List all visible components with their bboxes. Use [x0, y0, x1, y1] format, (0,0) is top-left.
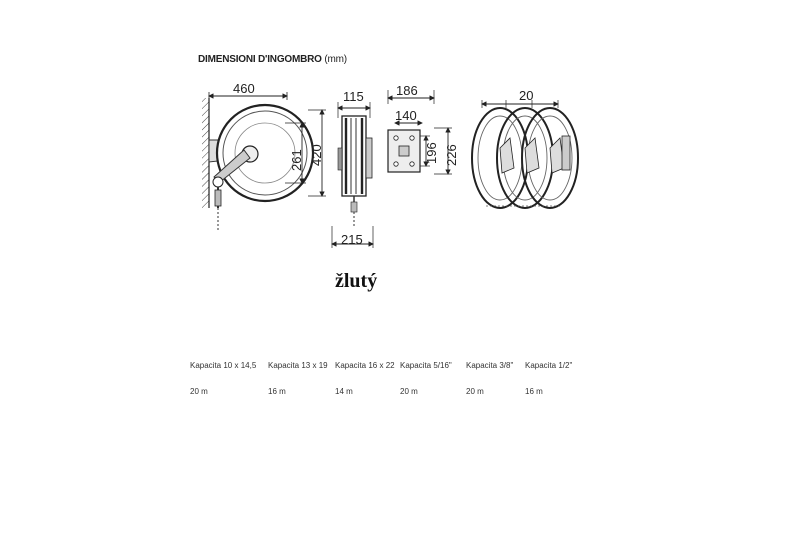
dim-226: 226 [444, 144, 459, 166]
reel-3 [521, 107, 579, 209]
reel-drum [215, 103, 315, 203]
dim-261: 261 [289, 149, 304, 171]
title-unit: (mm) [324, 54, 347, 65]
bracket-view: 186 140 196 226 [387, 83, 459, 175]
capacity-table: Kapacita 10 x 14,5 Kapacita 13 x 19 Kapa… [190, 359, 585, 397]
front-view: 460 261 420 [202, 81, 326, 230]
technical-drawing: 460 261 420 115 215 186 [202, 81, 579, 248]
capacity-header: Kapacita 13 x 19 [268, 360, 328, 370]
dim-115: 115 [343, 89, 364, 104]
capacity-header: Kapacita 3/8" [466, 360, 514, 370]
drawing-title: DIMENSIONI D'INGOMBRO (mm) [198, 54, 347, 65]
reel-1 [471, 107, 529, 209]
capacity-value: 20 m [190, 386, 208, 396]
dim-420: 420 [309, 144, 324, 166]
capacity-header-row: Kapacita 10 x 14,5 Kapacita 13 x 19 Kapa… [190, 359, 585, 371]
capacity-value: 20 m [466, 386, 484, 396]
dim-186: 186 [396, 83, 418, 98]
dim-460: 460 [233, 81, 255, 96]
capacity-header: Kapacita 10 x 14,5 [190, 360, 257, 370]
capacity-value: 20 m [400, 386, 418, 396]
title-main: DIMENSIONI D'INGOMBRO [198, 54, 322, 65]
capacity-value-row: 20 m 16 m 14 m 20 m 20 m 16 m [190, 371, 585, 397]
reels-mount [561, 135, 571, 171]
capacity-header: Kapacita 5/16" [400, 360, 452, 370]
side-view: 115 215 [331, 89, 374, 248]
color-caption: žlutý [335, 270, 378, 292]
dim-20: 20 [519, 88, 533, 103]
side-bracket [365, 137, 373, 179]
capacity-value: 16 m [268, 386, 286, 396]
capacity-header: Kapacita 1/2" [525, 360, 573, 370]
capacity-value: 16 m [525, 386, 543, 396]
dim-196: 196 [424, 142, 439, 164]
stacked-reels-view: 20 [471, 88, 579, 209]
capacity-header: Kapacita 16 x 22 [335, 360, 395, 370]
dim-215: 215 [341, 232, 363, 247]
wall-hatch [202, 98, 209, 208]
guide-arm [213, 149, 251, 183]
capacity-value: 14 m [335, 386, 353, 396]
dim-140: 140 [395, 108, 417, 123]
